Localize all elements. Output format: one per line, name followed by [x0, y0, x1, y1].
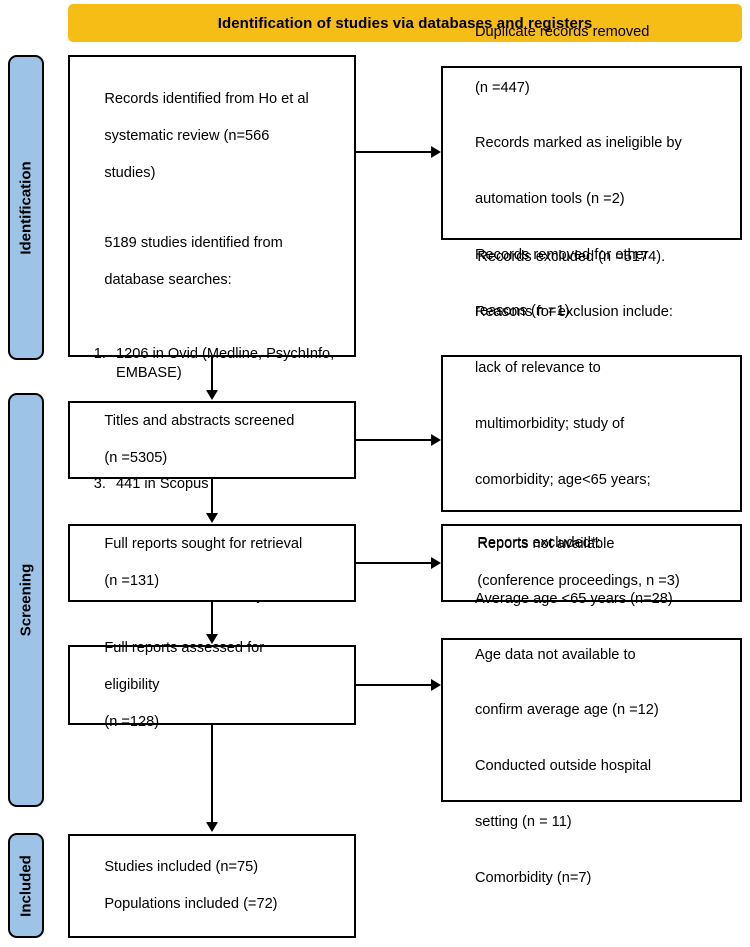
- records-identified-line3: studies): [104, 164, 156, 181]
- box-records-removed: Records removed before screening: Duplic…: [441, 24, 742, 319]
- reports-assessed-line2: eligibility: [104, 676, 160, 693]
- connector-assessed-to-included: [211, 725, 213, 823]
- reports-excluded-line1: Reports excluded*:: [477, 535, 601, 552]
- box-studies-included: Studies included (n=75) Populations incl…: [68, 834, 356, 938]
- list-item: Reasons for exclusion include:: [475, 304, 673, 321]
- box-reports-excluded: Reports excluded*: Average age <65 years…: [441, 535, 742, 886]
- box-reports-assessed: Full reports assessed for eligibility (n…: [68, 640, 356, 730]
- reports-sought-line2: (n =131): [104, 573, 160, 590]
- connector-sought-to-assessed: [211, 602, 213, 636]
- list-item: Average age <65 years (n=28): [475, 590, 673, 607]
- list-item: Conducted outside hospital: [475, 758, 652, 775]
- studies-included-line2: Populations included (=72): [104, 896, 278, 913]
- arrowhead-down-icon: [206, 390, 218, 400]
- connector-screened-to-excluded: [356, 439, 433, 441]
- records-identified-line5: database searches:: [104, 271, 232, 288]
- studies-included-line1: Studies included (n=75): [104, 859, 259, 876]
- box-reports-not-available: Reports not available (conference procee…: [441, 524, 742, 602]
- connector-screened-to-sought: [211, 479, 213, 515]
- box-reports-sought: Full reports sought for retrieval (n =13…: [68, 524, 356, 602]
- arrowhead-right-icon: [431, 557, 441, 569]
- list-item: Duplicate records removed: [475, 23, 650, 40]
- records-identified-line4: 5189 studies identified from: [104, 234, 283, 251]
- list-item: multimorbidity; study of: [475, 415, 625, 432]
- stage-label-included: Included: [17, 854, 35, 917]
- list-item: 441 in Scopus: [110, 475, 354, 494]
- reports-not-available-line2: (conference proceedings, n =3): [477, 573, 680, 590]
- list-item: comorbidity; age<65 years;: [475, 471, 651, 488]
- connector-identified-to-removed: [356, 151, 433, 153]
- list-item: Records removed for other: [475, 246, 649, 263]
- records-identified-line1: Records identified from Ho et al: [104, 90, 309, 107]
- arrowhead-right-icon: [431, 146, 441, 158]
- connector-sought-to-not-available: [356, 562, 433, 564]
- records-identified-line2: systematic review (n=566: [104, 127, 270, 144]
- reports-assessed-line3: (n =128): [104, 713, 160, 730]
- box-records-identified: Records identified from Ho et al systema…: [68, 55, 356, 660]
- stage-bar-identification: Identification: [8, 55, 44, 360]
- list-item: Comorbidity (n=7): [475, 869, 592, 886]
- stage-bar-screening: Screening: [8, 393, 44, 807]
- arrowhead-right-icon: [431, 434, 441, 446]
- list-item: setting (n = 11): [475, 813, 572, 830]
- box-titles-screened: Titles and abstracts screened (n =5305): [68, 401, 356, 479]
- connector-identified-to-screened: [211, 357, 213, 393]
- header-banner: Identification of studies via databases …: [68, 4, 742, 42]
- titles-screened-line1: Titles and abstracts screened: [104, 413, 295, 430]
- reports-not-available-line1: Reports not available: [477, 536, 615, 553]
- stage-label-identification: Identification: [17, 160, 35, 255]
- list-item: 1206 in Ovid (Medline, PsychInfo, EMBASE…: [110, 345, 354, 382]
- arrowhead-right-icon: [431, 679, 441, 691]
- arrowhead-down-icon: [206, 634, 218, 644]
- box-records-excluded: Records excluded (n =5174). Reasons for …: [441, 249, 742, 599]
- list-item: reasons (n =1): [475, 302, 570, 319]
- list-item: automation tools (n =2): [475, 191, 625, 208]
- stage-label-screening: Screening: [17, 563, 35, 637]
- list-item: Age data not available to: [475, 646, 636, 663]
- list-item: Records marked as ineligible by: [475, 135, 682, 152]
- reports-assessed-line1: Full reports assessed for: [104, 639, 265, 656]
- records-excluded-line1: Records excluded (n =5174).: [477, 248, 666, 265]
- arrowhead-down-icon: [206, 513, 218, 523]
- header-title: Identification of studies via databases …: [217, 14, 593, 32]
- connector-assessed-to-excluded: [356, 684, 433, 686]
- stage-bar-included: Included: [8, 833, 44, 938]
- list-item: lack of relevance to: [475, 360, 601, 377]
- reports-sought-line1: Full reports sought for retrieval: [104, 536, 303, 553]
- arrowhead-down-icon: [206, 822, 218, 832]
- list-item: confirm average age (n =12): [475, 702, 659, 719]
- list-item: (n =447): [475, 79, 530, 96]
- titles-screened-line2: (n =5305): [104, 450, 168, 467]
